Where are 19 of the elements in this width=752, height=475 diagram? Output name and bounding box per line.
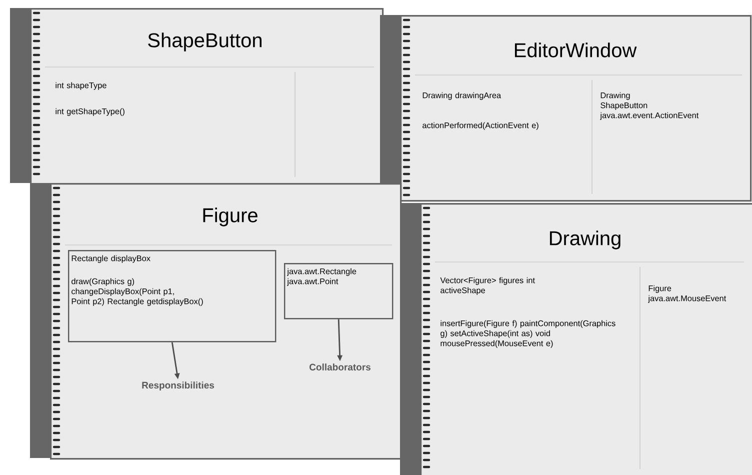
text-box: java.awt.Rectangle java.awt.Point [284, 263, 394, 320]
section-label: Responsibilities [142, 382, 214, 390]
card-text: int getShapeType() [56, 108, 124, 116]
card-title: Drawing [550, 230, 620, 250]
card-text: Vector<Figure> figures int activeShape [440, 277, 535, 295]
text-box: Rectangle displayBox draw(Graphics g) changeDisplayBox(Point p1, Point p2) Rectangle getdisplayBox() [68, 250, 276, 342]
crc-card [400, 15, 752, 202]
card-title: Figure [203, 208, 258, 226]
card-text: Drawing ShapeButton java.awt.event.ActionEvent [600, 92, 699, 120]
crc-card [420, 203, 752, 475]
card-text: Drawing drawingArea [422, 92, 502, 100]
section-label: Collaborators [310, 364, 370, 370]
card-text: int shapeType [56, 82, 106, 90]
card-text: actionPerformed(ActionEvent e) [422, 122, 538, 130]
card-title: EditorWindow [514, 42, 637, 58]
card-title: ShapeButton [148, 32, 262, 52]
card-text: Figure java.awt.MouseEvent [648, 285, 726, 303]
card-text: insertFigure(Figure f) paintComponent(Graphics g) setActiveShape(int as) void mousePressed(MouseEvent e) [440, 320, 616, 348]
crc-card [30, 8, 384, 185]
